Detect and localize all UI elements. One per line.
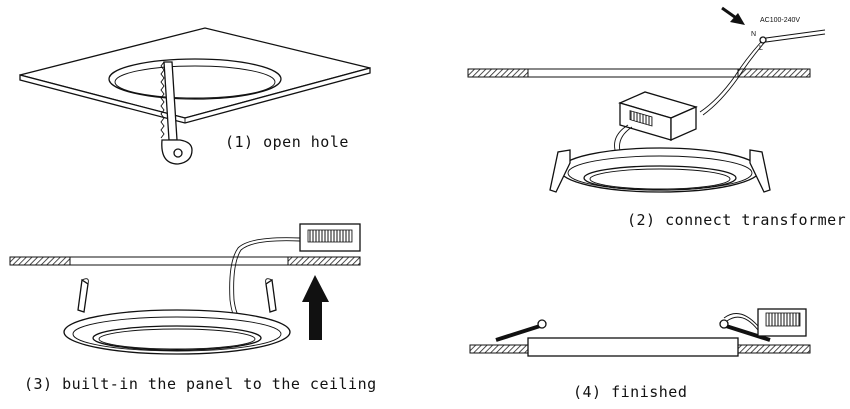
- step-4-caption: (4) finished: [573, 383, 687, 401]
- neutral-label: N: [751, 31, 756, 38]
- mains-cable: [699, 29, 826, 116]
- cut-hole: [108, 58, 282, 100]
- transformer-box: [618, 91, 698, 141]
- ceiling-board: [467, 68, 811, 78]
- panel-light-step-3: [63, 309, 291, 355]
- spring-clips: [77, 278, 277, 313]
- step-4-finished: (4) finished: [469, 308, 811, 401]
- panel-light-step-4: [527, 337, 739, 357]
- spring-clips-step-4: [495, 319, 771, 342]
- step-3-caption: (3) built-in the panel to the ceiling: [24, 375, 377, 393]
- step-2-connect-transformer: AC100-240V N L (2) conn: [467, 6, 846, 229]
- live-label: L: [759, 45, 763, 52]
- ceiling-plate: [19, 27, 371, 124]
- step-2-caption: (2) connect transformer: [627, 211, 846, 229]
- step-1-caption: (1) open hole: [225, 133, 349, 151]
- arrow-icon: [721, 6, 745, 25]
- ceiling-board-step-3: [9, 256, 361, 266]
- voltage-label: AC100-240V: [760, 17, 800, 24]
- saw-icon: [160, 61, 193, 165]
- step-3-build-in-panel: (3) built-in the panel to the ceiling: [9, 223, 377, 393]
- step-1-open-hole: (1) open hole: [19, 27, 371, 165]
- transformer-box-step-4: [757, 308, 807, 337]
- transformer-box-step-3: [299, 223, 361, 252]
- push-up-arrow-icon: [302, 275, 329, 340]
- panel-light-step-2: [549, 147, 771, 193]
